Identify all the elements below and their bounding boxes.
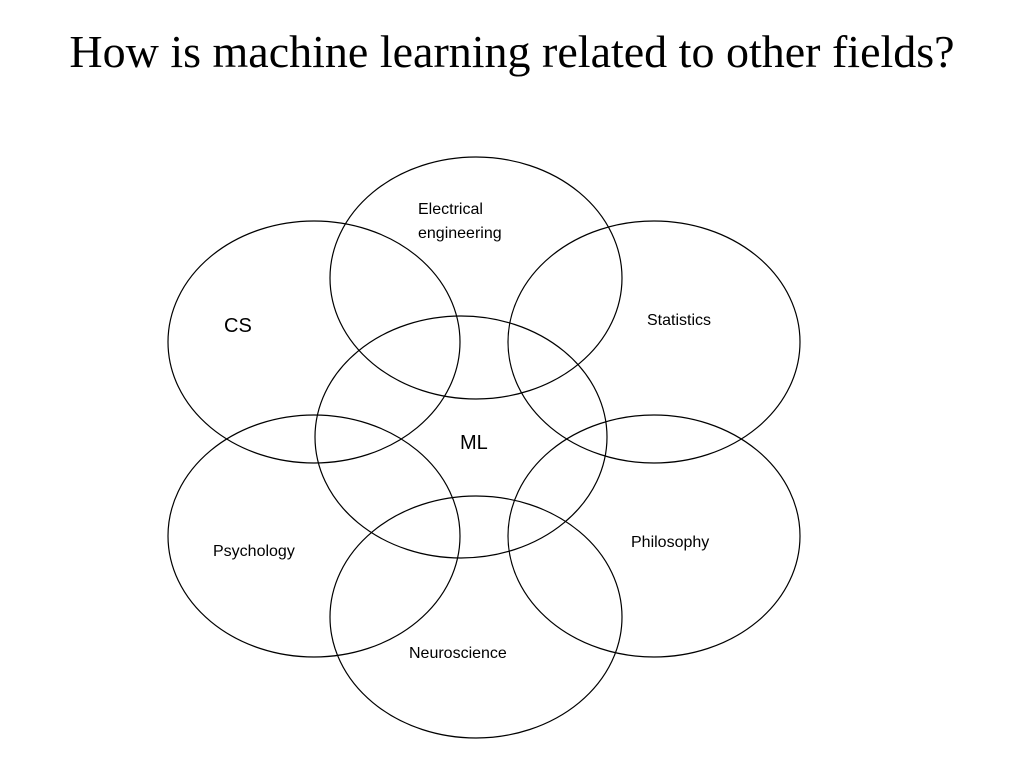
label-psychology: Psychology <box>213 543 295 560</box>
slide-title: How is machine learning related to other… <box>69 26 955 77</box>
label-electrical-engineering-line2: engineering <box>418 225 502 242</box>
label-neuroscience: Neuroscience <box>409 645 507 662</box>
circle-ml <box>314 315 608 559</box>
circle-philosophy <box>507 414 801 658</box>
circle-electrical-engineering <box>329 156 623 400</box>
circle-neuroscience <box>329 495 623 739</box>
circle-cs <box>167 220 461 464</box>
label-philosophy: Philosophy <box>631 534 709 551</box>
label-cs: CS <box>224 315 252 337</box>
label-ml: ML <box>460 432 488 454</box>
label-statistics: Statistics <box>647 312 711 329</box>
circle-statistics <box>507 220 801 464</box>
label-electrical-engineering-line1: Electrical <box>418 201 483 218</box>
circle-psychology <box>167 414 461 658</box>
